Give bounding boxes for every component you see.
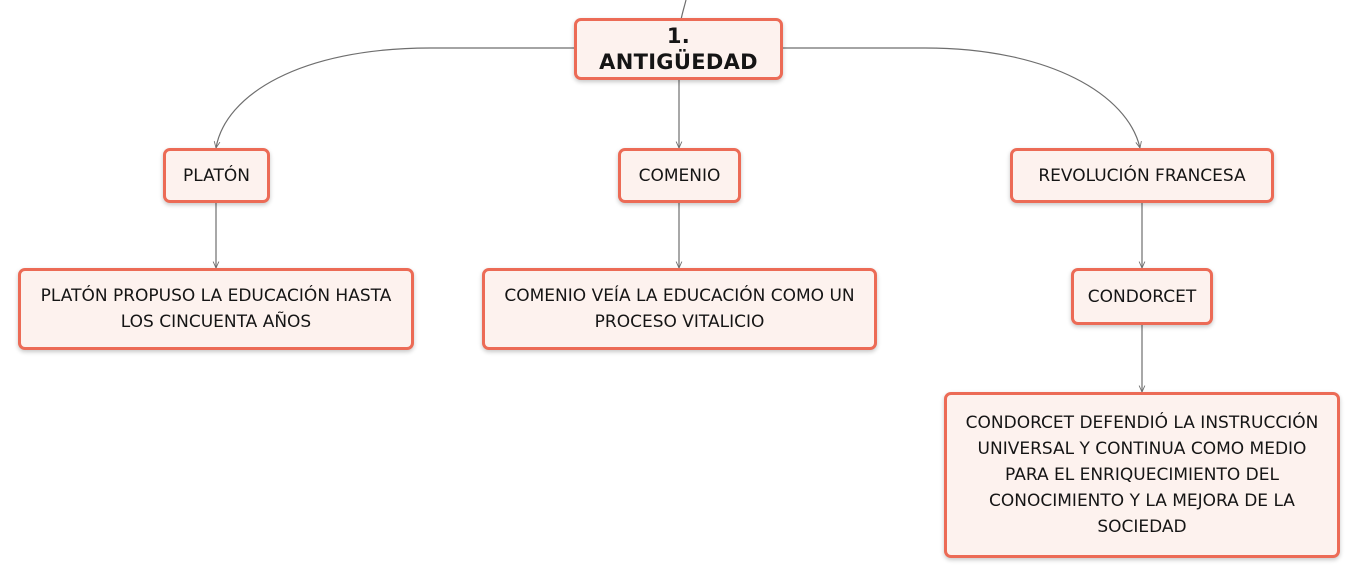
node-comenio-description[interactable]: COMENIO VEÍA LA EDUCACIÓN COMO UN PROCES… (482, 268, 877, 350)
node-platon-description-text: PLATÓN PROPUSO LA EDUCACIÓN HASTA LOS CI… (40, 286, 392, 332)
node-comenio-label: COMENIO (638, 165, 721, 186)
node-condorcet[interactable]: CONDORCET (1071, 268, 1213, 325)
node-condorcet-description[interactable]: CONDORCET DEFENDIÓ LA INSTRUCCIÓN UNIVER… (944, 392, 1340, 558)
node-antiguedad-label: 1. ANTIGÜEDAD (599, 24, 758, 74)
node-platon[interactable]: PLATÓN (163, 148, 270, 203)
connector-root-to-platon (216, 47, 574, 148)
node-comenio[interactable]: COMENIO (618, 148, 741, 203)
node-revolucion-francesa-label: REVOLUCIÓN FRANCESA (1038, 165, 1246, 186)
node-condorcet-description-text: CONDORCET DEFENDIÓ LA INSTRUCCIÓN UNIVER… (965, 413, 1319, 537)
node-revolucion-francesa[interactable]: REVOLUCIÓN FRANCESA (1010, 148, 1274, 203)
node-platon-label: PLATÓN (183, 165, 250, 186)
node-condorcet-label: CONDORCET (1087, 286, 1197, 307)
connector-root-to-revolucion (783, 47, 1140, 148)
node-comenio-description-text: COMENIO VEÍA LA EDUCACIÓN COMO UN PROCES… (504, 286, 855, 332)
node-antiguedad[interactable]: 1. ANTIGÜEDAD (574, 18, 783, 80)
connector-parent-to-root (680, 0, 687, 21)
node-platon-description[interactable]: PLATÓN PROPUSO LA EDUCACIÓN HASTA LOS CI… (18, 268, 414, 350)
